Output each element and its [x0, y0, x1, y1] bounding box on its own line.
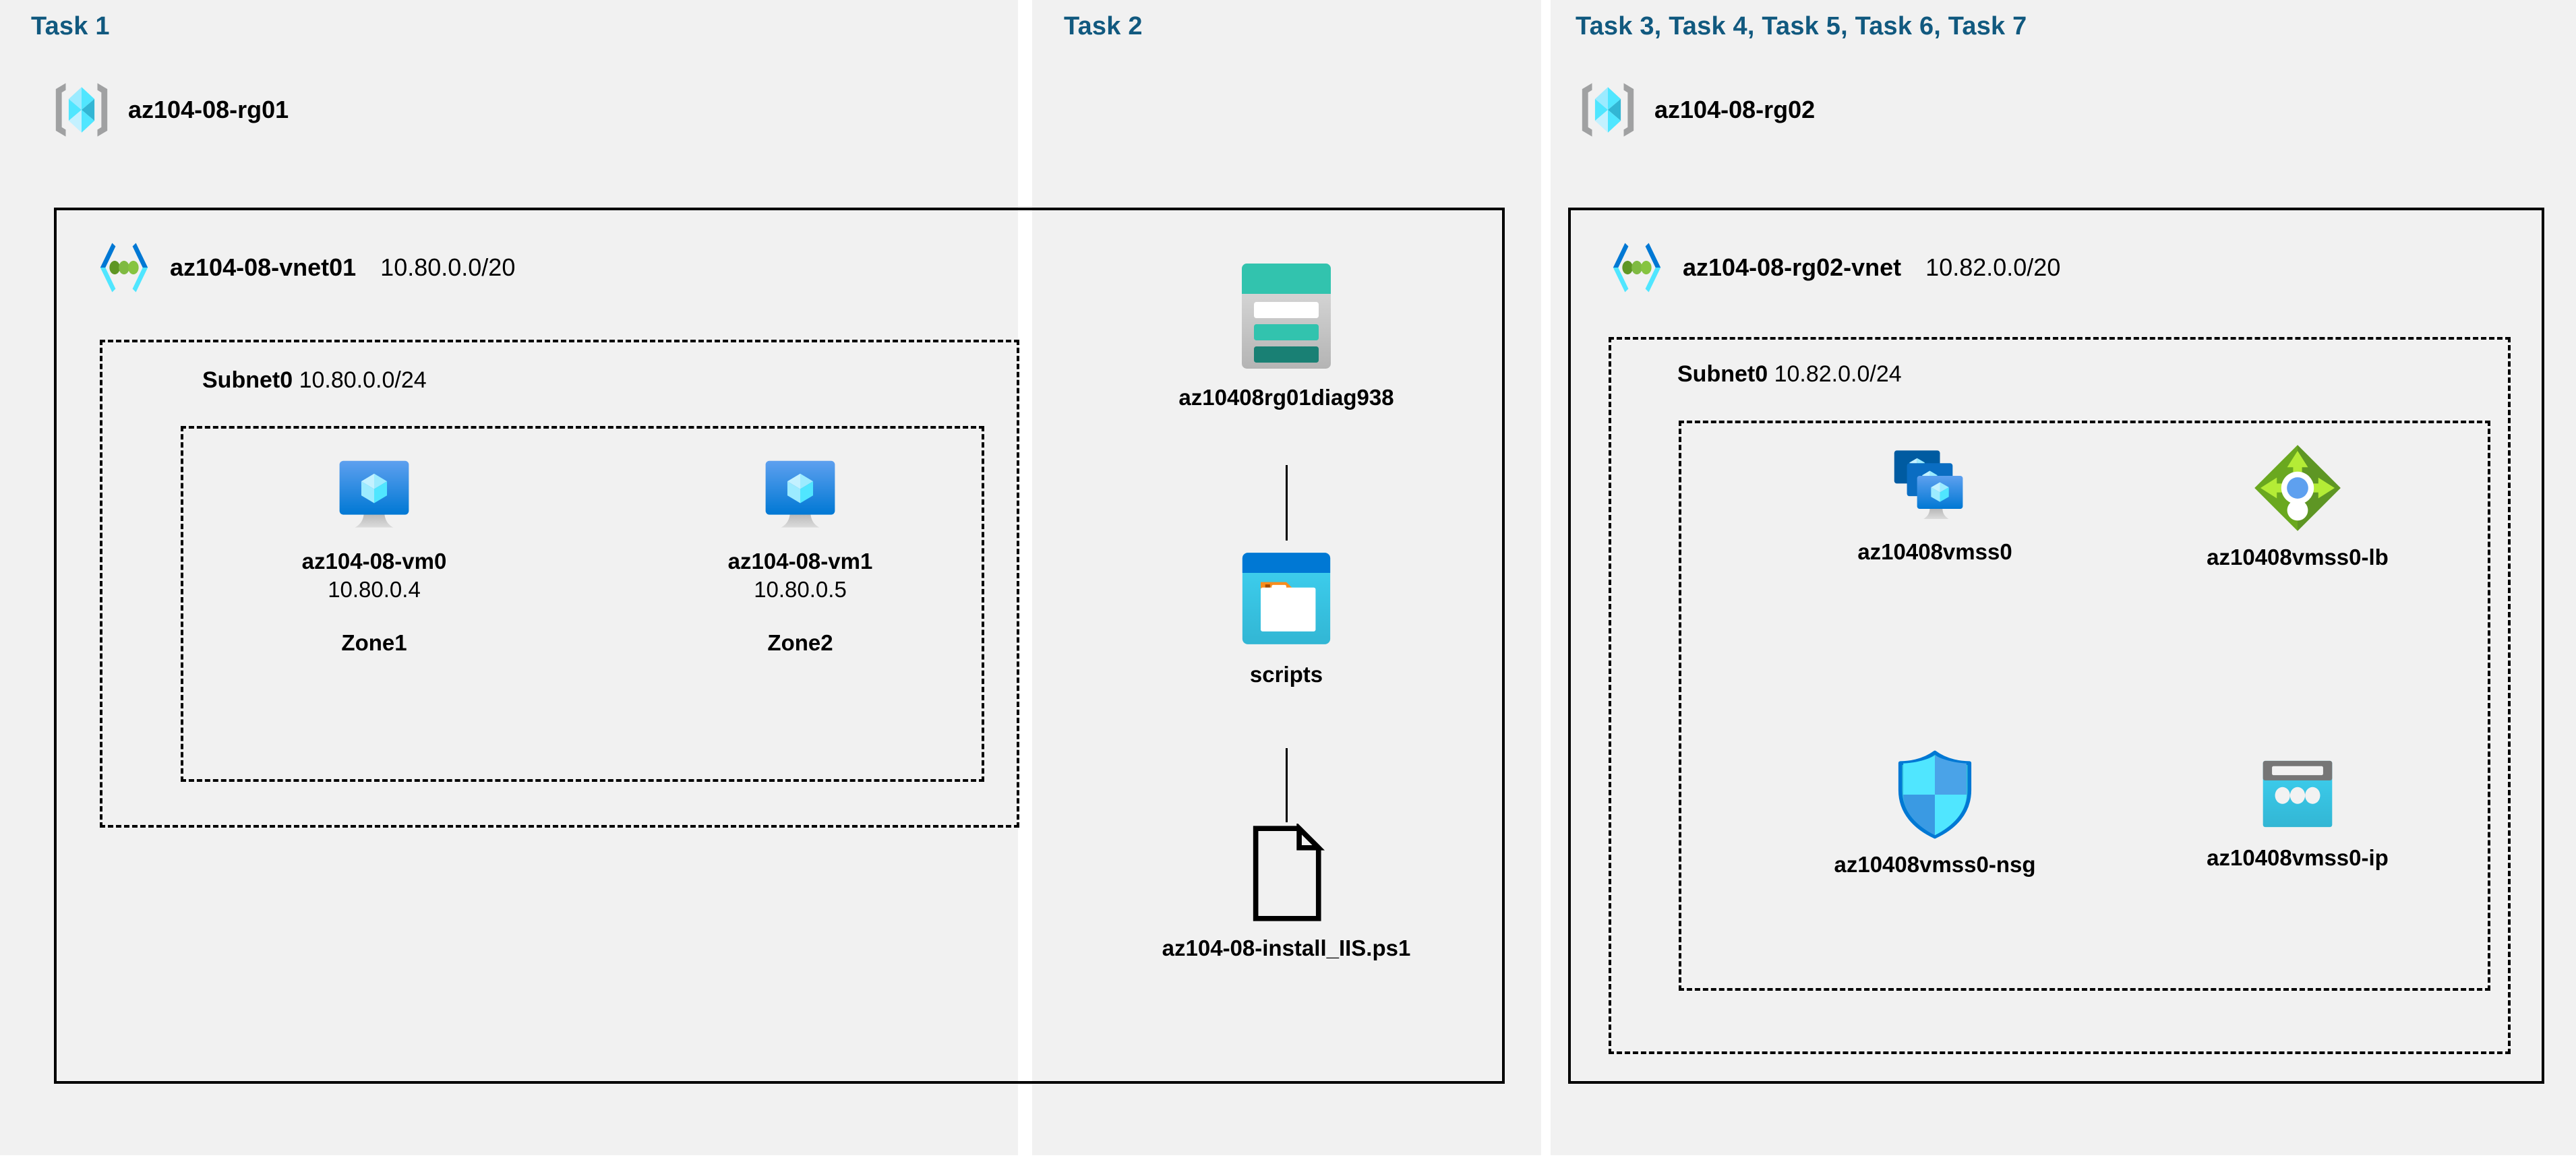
- task1-vm1-zone: Zone2: [767, 630, 833, 656]
- task3to7-vnet-header: az104-08-rg02-vnet 10.82.0.0/20: [1606, 241, 2060, 294]
- task3to7-load-balancer-name: az10408vmss0-lb: [2207, 545, 2389, 570]
- task1-subnet-name: Subnet0: [202, 367, 293, 393]
- task2-title: Task 2: [1064, 12, 1143, 40]
- virtual-machine-icon: [759, 457, 841, 536]
- task1-vnet-box: [54, 208, 1505, 1084]
- task3to7-nsg-name: az10408vmss0-nsg: [1834, 852, 2036, 877]
- public-ip-address-icon: [2258, 755, 2337, 833]
- task3to7-column-panel: [1551, 0, 2576, 1155]
- virtual-network-icon: [1606, 241, 1668, 294]
- task2-file-node[interactable]: az104-08-install_IIS.ps1: [1162, 824, 1411, 962]
- task3to7-title: Task 3, Task 4, Task 5, Task 6, Task 7: [1576, 12, 2027, 40]
- task1-vm0-zone: Zone1: [341, 630, 407, 656]
- task1-subnet-cidr: 10.80.0.0/24: [299, 367, 427, 393]
- task1-subnet-label: Subnet0 10.80.0.0/24: [202, 367, 427, 394]
- task3to7-resource-group-header: az104-08-rg02: [1576, 78, 1815, 142]
- virtual-network-icon: [93, 241, 155, 294]
- task3to7-vnet-name: az104-08-rg02-vnet: [1683, 253, 1902, 281]
- blob-container-icon: [1235, 547, 1338, 650]
- task3to7-resource-group-name: az104-08-rg02: [1654, 96, 1816, 123]
- virtual-machine-icon: [333, 457, 415, 536]
- task3to7-subnet-label: Subnet0 10.82.0.0/24: [1677, 361, 1902, 388]
- task1-resource-group-header: az104-08-rg01: [50, 78, 289, 142]
- task2-storage-account-name: az10408rg01diag938: [1178, 385, 1394, 410]
- task3to7-nsg-node[interactable]: az10408vmss0-nsg: [1807, 749, 2063, 879]
- load-balancer-icon: [2253, 443, 2342, 532]
- task1-vm0-name: az104-08-vm0: [301, 549, 447, 574]
- resource-group-icon: [1576, 78, 1640, 142]
- task1-vnet-cidr: 10.80.0.0/20: [380, 253, 516, 281]
- task1-vm0-node[interactable]: az104-08-vm0 10.80.0.4 Zone1: [270, 457, 479, 656]
- task2-file-name: az104-08-install_IIS.ps1: [1162, 935, 1411, 960]
- task2-storage-account-node[interactable]: az10408rg01diag938: [1178, 259, 1394, 412]
- task1-zone-group-box: [181, 426, 984, 782]
- task3to7-vnet-cidr: 10.82.0.0/20: [1925, 253, 2061, 281]
- storage-account-icon: [1226, 259, 1347, 373]
- task2-container-name: scripts: [1249, 662, 1323, 687]
- task1-vm1-node[interactable]: az104-08-vm1 10.80.0.5 Zone2: [696, 457, 905, 656]
- task3to7-public-ip-node[interactable]: az10408vmss0-ip: [2176, 755, 2419, 872]
- task3to7-subnet-box: [1609, 337, 2511, 1054]
- task1-vm1-name: az104-08-vm1: [727, 549, 873, 574]
- task3to7-resource-group-inner-box: [1679, 421, 2490, 991]
- file-icon: [1246, 824, 1327, 923]
- task3to7-vmss-node[interactable]: az10408vmss0: [1814, 448, 2056, 566]
- task1-subnet-box: [100, 340, 1019, 828]
- task3to7-vnet-box: [1568, 208, 2544, 1084]
- task1-vm1-ip: 10.80.0.5: [754, 577, 847, 603]
- task1-title: Task 1: [31, 12, 110, 40]
- task3to7-subnet-cidr: 10.82.0.0/24: [1774, 361, 1902, 387]
- task3to7-load-balancer-node[interactable]: az10408vmss0-lb: [2169, 443, 2426, 572]
- task1-resource-group-name: az104-08-rg01: [128, 96, 289, 123]
- task1-vm0-ip: 10.80.0.4: [328, 577, 421, 603]
- task3to7-subnet-name: Subnet0: [1677, 361, 1768, 387]
- resource-group-icon: [50, 78, 113, 142]
- task1-vnet-header: az104-08-vnet01 10.80.0.0/20: [93, 241, 515, 294]
- task2-container-node[interactable]: scripts: [1185, 547, 1387, 689]
- storage-to-container-connector: [1286, 465, 1288, 541]
- container-to-file-connector: [1286, 748, 1288, 822]
- vm-scale-set-icon: [1892, 448, 1978, 527]
- task3to7-public-ip-name: az10408vmss0-ip: [2207, 845, 2389, 870]
- task1-vnet-name: az104-08-vnet01: [170, 253, 357, 281]
- task1-column-panel: [0, 0, 1018, 1155]
- network-security-group-icon: [1896, 749, 1974, 840]
- task3to7-vmss-name: az10408vmss0: [1857, 539, 2012, 564]
